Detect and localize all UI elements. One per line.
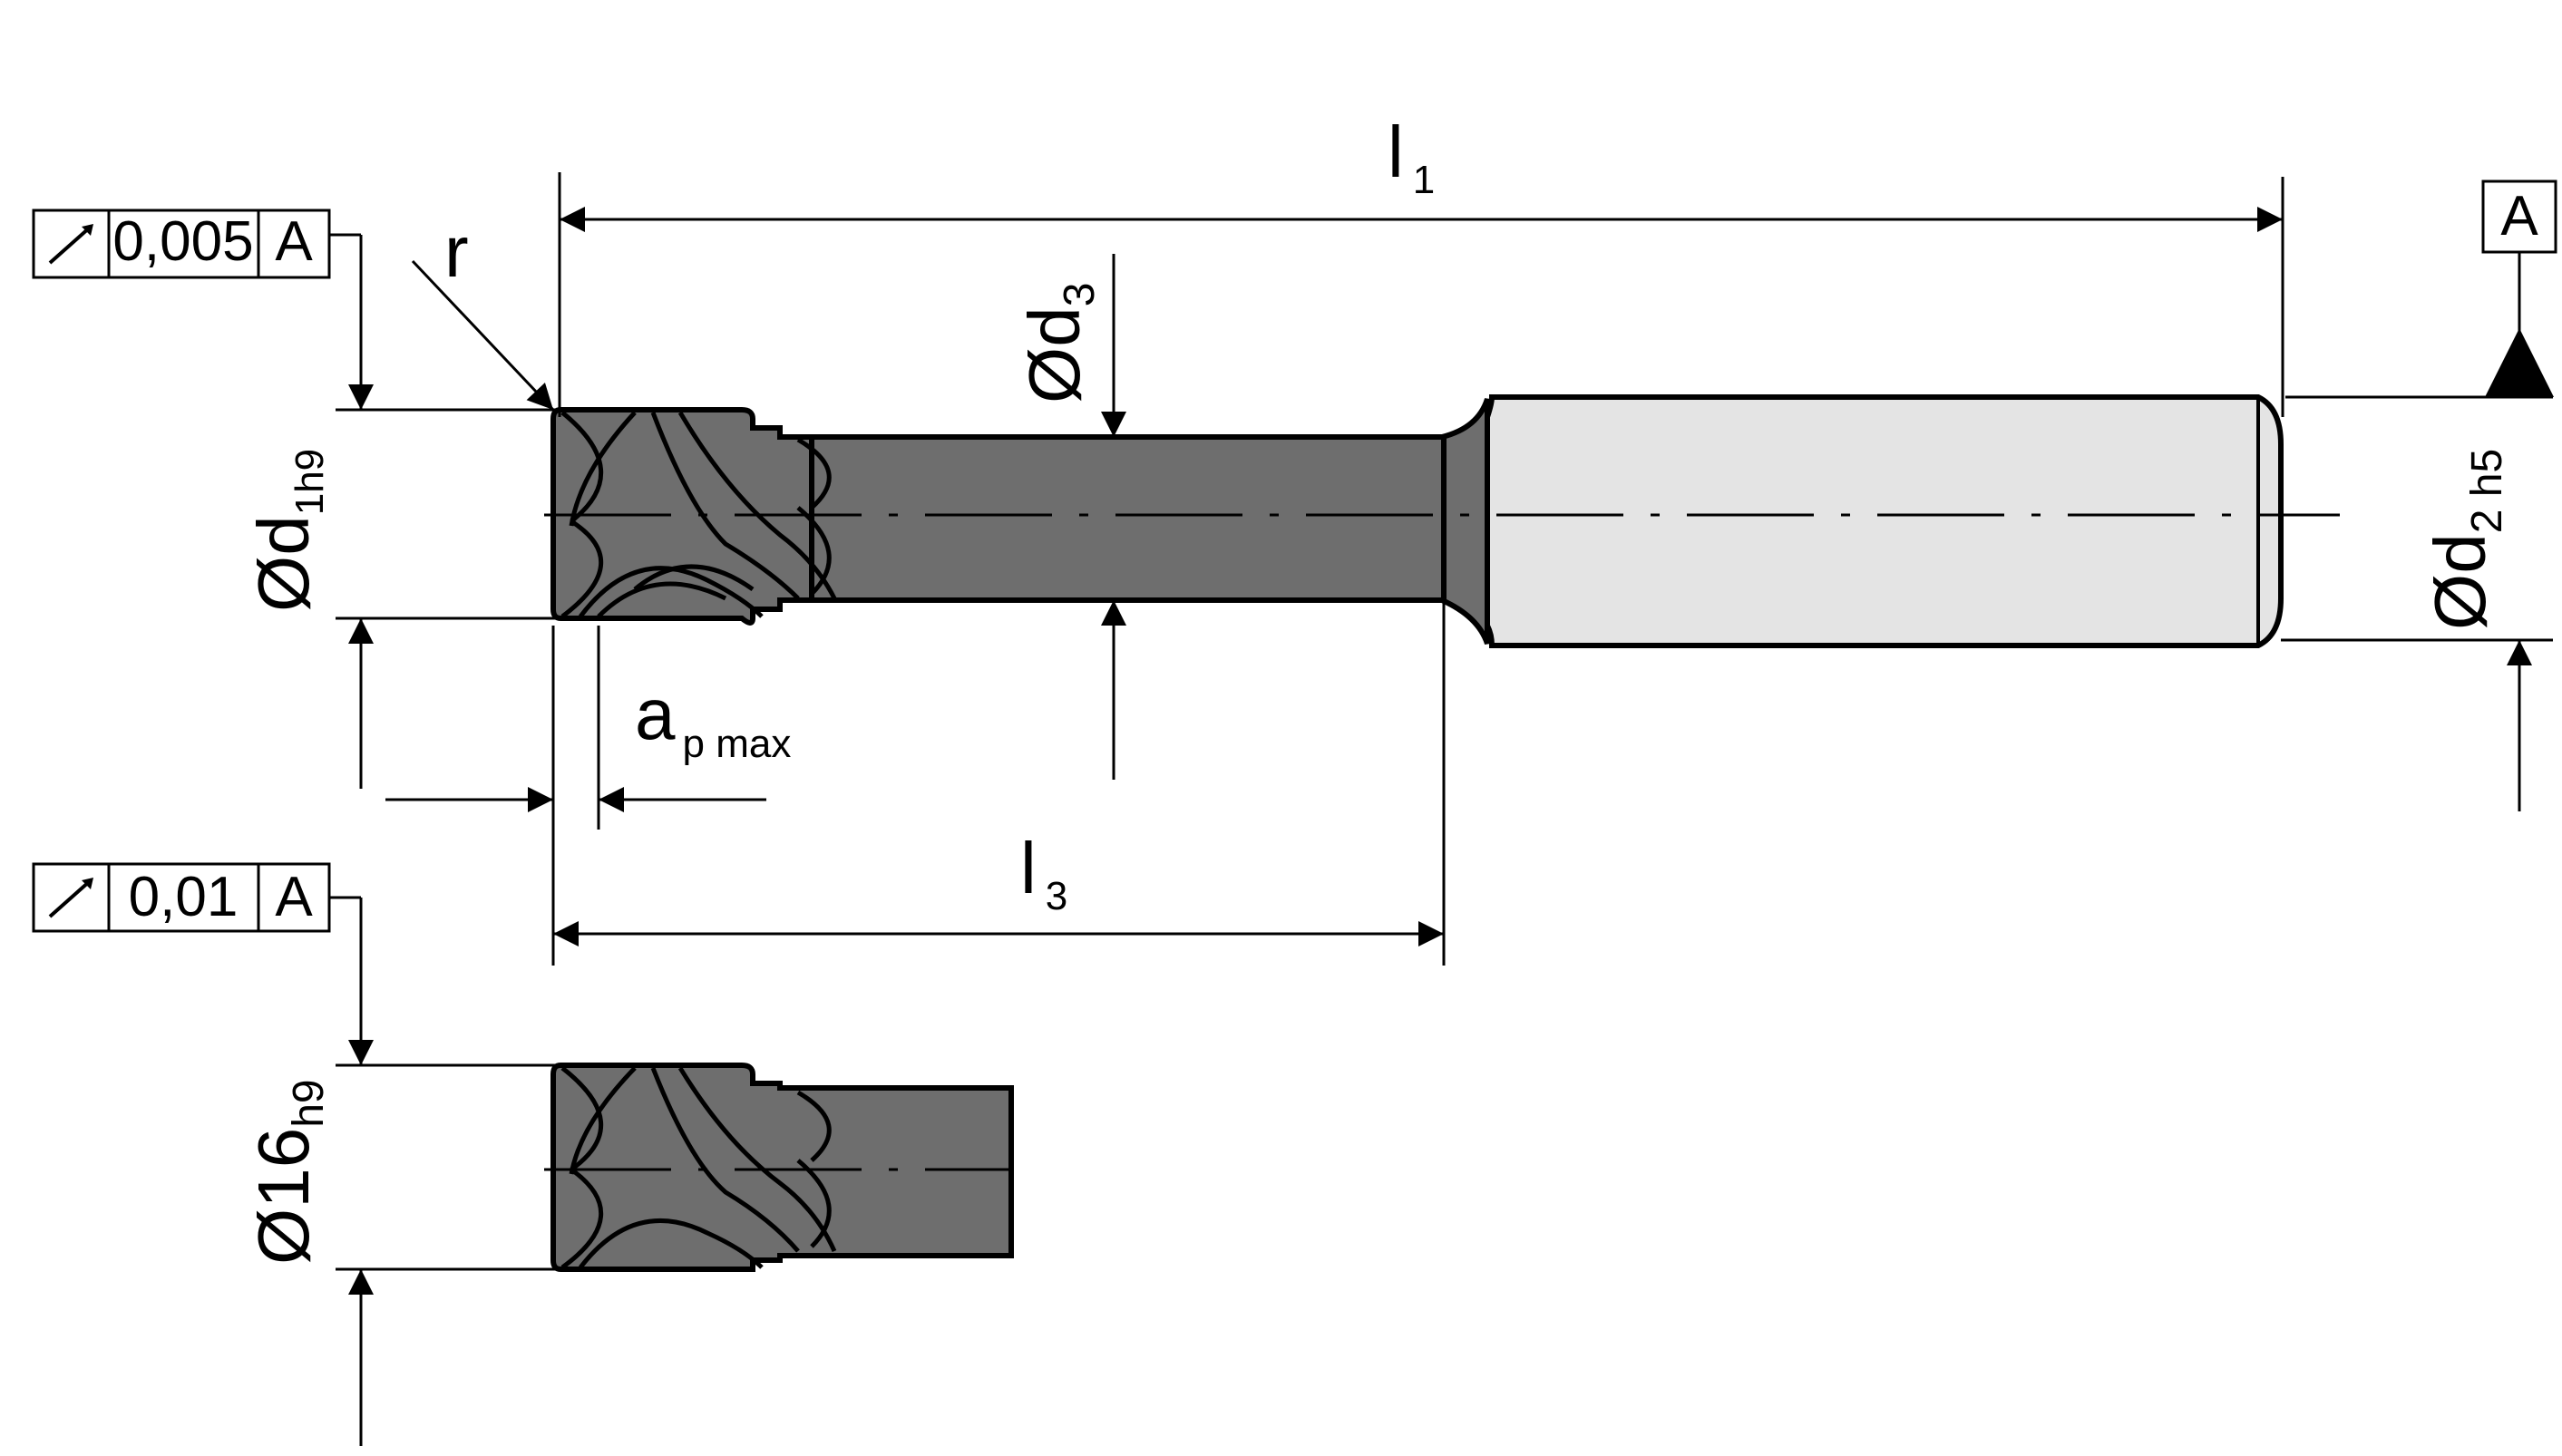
label-d2: Ød2 h5 xyxy=(2420,449,2511,630)
label-d3: Ød3 xyxy=(1014,283,1104,403)
label-d16: Ø16h9 xyxy=(243,1079,333,1265)
label-r: r xyxy=(444,211,469,292)
runout-arrow-icon-head xyxy=(82,224,93,236)
datum-a-box: A xyxy=(2481,180,2557,254)
frame-1-value: 0,005 xyxy=(112,210,253,273)
reduced-neck xyxy=(804,434,1447,603)
cutting-head xyxy=(550,407,814,626)
datum-label: A xyxy=(2500,185,2538,248)
detail-cutting-head xyxy=(550,1063,1014,1272)
tolerance-frame-1: 0,005 A xyxy=(32,209,331,279)
neck-transition xyxy=(1439,397,1490,645)
tolerance-frame-2: 0,01 A xyxy=(32,862,331,933)
label-d1: Ød1h9 xyxy=(243,449,332,612)
runout-arrow-icon xyxy=(48,878,93,918)
frame-1-datum: A xyxy=(275,210,313,273)
dimension-lines xyxy=(329,172,2553,1446)
frame-2-value: 0,01 xyxy=(129,866,239,928)
shank xyxy=(1485,394,2284,648)
end-mill-main-view xyxy=(544,394,2340,648)
frame-2-datum: A xyxy=(275,866,313,928)
runout-arrow-icon xyxy=(48,225,93,265)
runout-arrow-icon-head xyxy=(82,878,93,889)
flute-curves xyxy=(560,411,837,618)
end-mill-detail-view xyxy=(544,1063,1014,1272)
datum-triangle xyxy=(2485,328,2554,397)
